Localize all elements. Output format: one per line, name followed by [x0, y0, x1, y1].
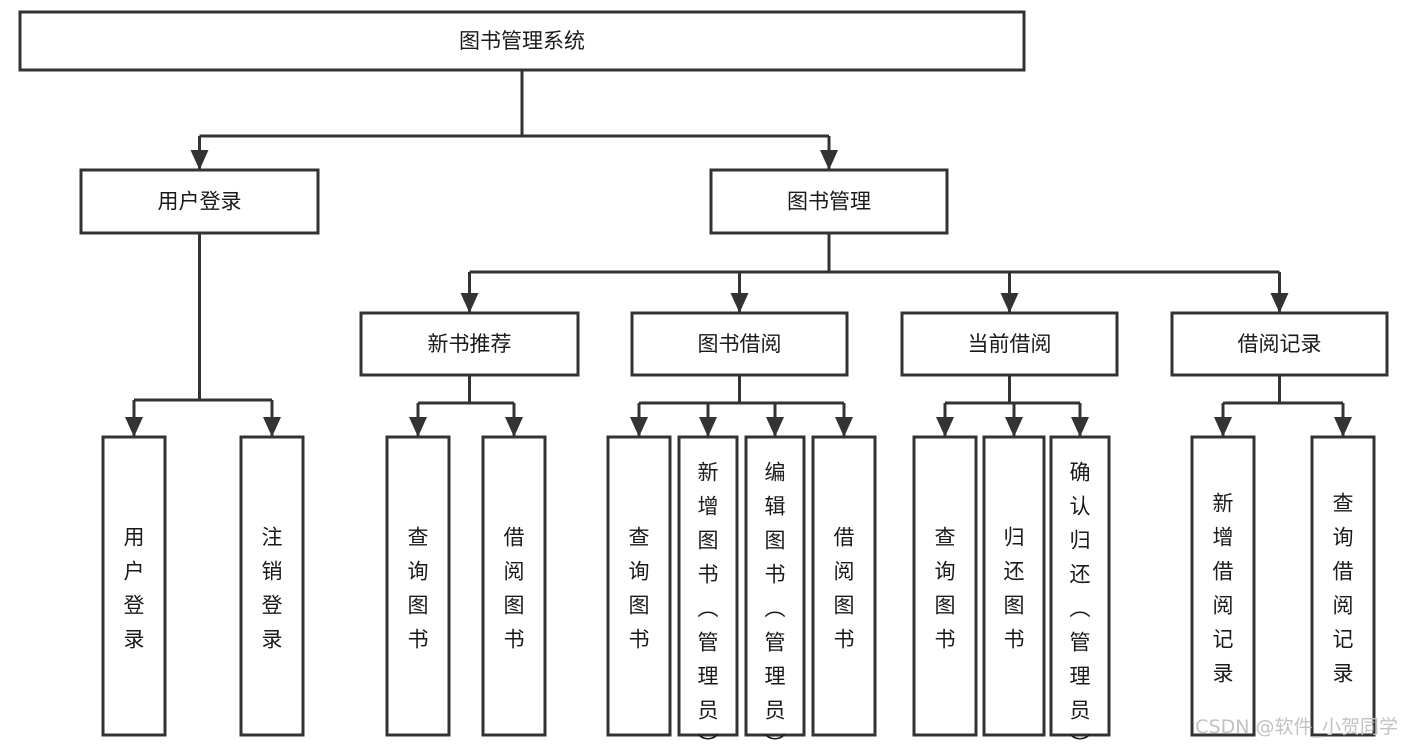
- arrow-to-current-borrow: [1000, 293, 1019, 313]
- arrow-to-leaf-return-book: [1005, 417, 1023, 437]
- node-borrow-record-label: 借阅记录: [1238, 332, 1322, 356]
- node-book-borrow-label: 图书借阅: [698, 332, 782, 356]
- arrow-to-new-book-recommend: [460, 293, 479, 313]
- node-leaf-borrow-book-rec[interactable]: 借阅图书: [481, 435, 547, 737]
- arrow-to-book-borrow: [730, 293, 749, 313]
- arrow-to-leaf-query-book-current: [936, 417, 954, 437]
- node-book-borrow[interactable]: 图书借阅: [630, 311, 849, 377]
- node-current-borrow[interactable]: 当前借阅: [900, 311, 1119, 377]
- node-leaf-query-borrow-record-label: 查询借阅记录: [1333, 492, 1354, 686]
- node-current-borrow-label: 当前借阅: [968, 332, 1052, 356]
- node-leaf-borrow-book[interactable]: 借阅图书: [811, 435, 877, 737]
- node-leaf-logout-login-box[interactable]: [239, 435, 305, 737]
- arrow-to-leaf-query-book-borrow: [630, 417, 648, 437]
- node-leaf-confirm-return-admin[interactable]: 确认归还︵管理员︶: [1049, 435, 1111, 747]
- node-leaf-return-book[interactable]: 归还图书: [982, 435, 1046, 737]
- node-user-login-label: 用户登录: [158, 190, 242, 214]
- arrow-to-leaf-logout-login: [263, 417, 281, 437]
- node-leaf-borrow-book-label: 借阅图书: [834, 526, 855, 652]
- node-leaf-query-book-current[interactable]: 查询图书: [912, 435, 978, 737]
- node-leaf-query-book-borrow-box[interactable]: [606, 435, 672, 737]
- node-title-system[interactable]: 图书管理系统: [18, 10, 1026, 72]
- node-leaf-add-book-admin[interactable]: 新增图书︵管理员︶: [677, 435, 739, 747]
- node-leaf-confirm-return-admin-label: 确认归还︵管理员︶: [1070, 461, 1091, 747]
- arrow-to-user-login: [190, 150, 209, 170]
- node-leaf-borrow-book-rec-box[interactable]: [481, 435, 547, 737]
- connector-layer: [125, 70, 1352, 437]
- node-leaf-borrow-book-rec-label: 借阅图书: [504, 526, 525, 652]
- arrow-to-leaf-add-book-admin: [699, 417, 717, 437]
- node-current-borrow-box[interactable]: [900, 311, 1119, 377]
- node-leaf-query-book-current-label: 查询图书: [935, 526, 956, 652]
- node-layer: 图书管理系统用户登录图书管理新书推荐图书借阅当前借阅借阅记录用户登录注销登录查询…: [18, 10, 1389, 747]
- node-leaf-return-book-label: 归还图书: [1004, 526, 1025, 652]
- arrow-to-leaf-confirm-return-admin: [1071, 417, 1089, 437]
- node-leaf-edit-book-admin-label: 编辑图书︵管理员︶: [765, 461, 786, 747]
- node-new-book-recommend[interactable]: 新书推荐: [359, 311, 580, 377]
- node-leaf-edit-book-admin[interactable]: 编辑图书︵管理员︶: [744, 435, 806, 747]
- arrow-to-leaf-borrow-book: [835, 417, 853, 437]
- node-book-manage-box[interactable]: [709, 168, 949, 235]
- node-title-system-box[interactable]: [18, 10, 1026, 72]
- node-leaf-confirm-return-admin-box[interactable]: [1049, 435, 1111, 737]
- node-user-login[interactable]: 用户登录: [79, 168, 320, 235]
- node-leaf-query-book-borrow-label: 查询图书: [629, 526, 650, 652]
- node-book-manage-label: 图书管理: [787, 190, 871, 214]
- node-leaf-query-borrow-record[interactable]: 查询借阅记录: [1310, 435, 1376, 737]
- node-book-borrow-box[interactable]: [630, 311, 849, 377]
- arrow-to-leaf-query-book-rec: [409, 417, 427, 437]
- node-leaf-query-book-current-box[interactable]: [912, 435, 978, 737]
- node-borrow-record-box[interactable]: [1170, 311, 1389, 377]
- node-leaf-logout-login-label: 注销登录: [262, 526, 283, 652]
- node-leaf-query-book-rec-box[interactable]: [385, 435, 451, 737]
- node-borrow-record[interactable]: 借阅记录: [1170, 311, 1389, 377]
- node-leaf-add-book-admin-box[interactable]: [677, 435, 739, 737]
- node-new-book-recommend-box[interactable]: [359, 311, 580, 377]
- node-title-system-label: 图书管理系统: [459, 29, 585, 53]
- node-leaf-query-book-borrow[interactable]: 查询图书: [606, 435, 672, 737]
- node-leaf-user-login[interactable]: 用户登录: [101, 435, 167, 737]
- node-leaf-add-book-admin-label: 新增图书︵管理员︶: [698, 461, 719, 747]
- node-new-book-recommend-label: 新书推荐: [428, 332, 512, 356]
- node-leaf-add-borrow-record-box[interactable]: [1190, 435, 1256, 737]
- node-leaf-logout-login[interactable]: 注销登录: [239, 435, 305, 737]
- node-leaf-add-borrow-record[interactable]: 新增借阅记录: [1190, 435, 1256, 737]
- arrow-to-leaf-query-borrow-record: [1334, 417, 1352, 437]
- node-leaf-add-borrow-record-label: 新增借阅记录: [1213, 492, 1234, 686]
- csdn-watermark: CSDN @软件_小贺同学: [1195, 716, 1398, 738]
- node-book-manage[interactable]: 图书管理: [709, 168, 949, 235]
- arrow-to-leaf-borrow-book-rec: [505, 417, 523, 437]
- arrow-to-leaf-user-login: [125, 417, 143, 437]
- node-user-login-box[interactable]: [79, 168, 320, 235]
- node-leaf-query-book-rec-label: 查询图书: [408, 526, 429, 652]
- node-leaf-query-book-rec[interactable]: 查询图书: [385, 435, 451, 737]
- node-leaf-borrow-book-box[interactable]: [811, 435, 877, 737]
- node-leaf-query-borrow-record-box[interactable]: [1310, 435, 1376, 737]
- arrow-to-leaf-add-borrow-record: [1214, 417, 1232, 437]
- arrow-to-borrow-record: [1270, 293, 1289, 313]
- arrow-to-book-manage: [820, 150, 838, 170]
- node-leaf-edit-book-admin-box[interactable]: [744, 435, 806, 737]
- arrow-to-leaf-edit-book-admin: [766, 417, 784, 437]
- node-leaf-return-book-box[interactable]: [982, 435, 1046, 737]
- node-leaf-user-login-box[interactable]: [101, 435, 167, 737]
- node-leaf-user-login-label: 用户登录: [124, 526, 145, 652]
